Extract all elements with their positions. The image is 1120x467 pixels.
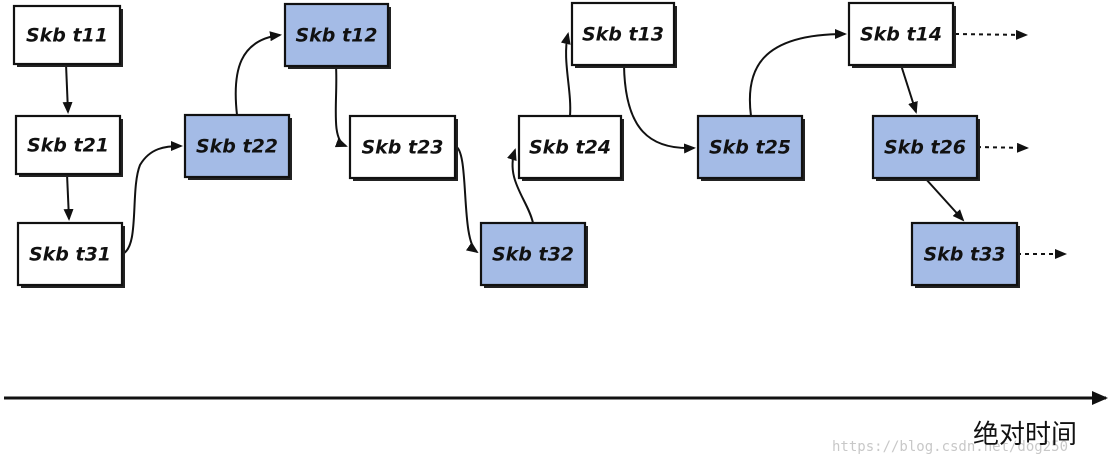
- time-axis: https://blog.csdn.net/dog250 绝对时间: [4, 391, 1108, 455]
- arrow-t32-to-t24: [507, 148, 534, 224]
- skb-node-t13: Skb t13: [570, 1, 677, 68]
- node-label: Skb t31: [29, 244, 111, 266]
- watermark: https://blog.csdn.net/dog250: [832, 439, 1068, 455]
- skb-node-t11: Skb t11: [12, 4, 123, 67]
- node-label: Skb t11: [26, 25, 108, 47]
- node-label: Skb t12: [295, 25, 377, 47]
- node-box: [871, 114, 979, 180]
- node-box: [16, 221, 124, 287]
- time-axis-label: 绝对时间: [973, 420, 1077, 450]
- arrow-t11-to-t21: [62, 63, 73, 114]
- node-label: Skb t23: [361, 137, 443, 159]
- skb-node-t32: Skb t32: [479, 221, 588, 288]
- node-label: Skb t26: [884, 137, 966, 159]
- node-label: Skb t24: [529, 137, 611, 159]
- continuation-arrow-t14: [954, 29, 1028, 40]
- skb-node-t31: Skb t31: [16, 221, 125, 288]
- skb-node-t26: Skb t26: [871, 114, 980, 181]
- node-label: Skb t33: [923, 244, 1005, 266]
- connector-layer: [62, 29, 1067, 259]
- node-box: [696, 114, 804, 180]
- skb-node-t33: Skb t33: [910, 221, 1020, 288]
- skb-node-t14: Skb t14: [847, 1, 956, 68]
- node-label: Skb t32: [492, 244, 574, 266]
- arrow-t26-to-t33: [924, 177, 965, 222]
- skb-node-t24: Skb t24: [517, 114, 624, 181]
- node-label: Skb t14: [860, 24, 942, 46]
- skb-node-t12: Skb t12: [283, 2, 391, 69]
- arrow-t21-to-t31: [63, 173, 74, 221]
- node-label: Skb t21: [27, 135, 109, 157]
- arrow-t25-to-t14: [748, 29, 847, 117]
- skb-node-t23: Skb t23: [348, 114, 458, 181]
- continuation-arrow-t26: [976, 142, 1029, 153]
- node-box: [183, 113, 291, 179]
- skb-node-t21: Skb t21: [14, 114, 123, 177]
- node-box: [570, 1, 676, 67]
- node-box: [847, 1, 955, 67]
- node-box: [14, 114, 122, 176]
- node-label: Skb t22: [196, 136, 278, 158]
- node-box: [479, 221, 587, 287]
- node-box: [12, 4, 122, 66]
- arrow-t12-to-t23: [334, 65, 348, 148]
- node-box: [910, 221, 1019, 287]
- arrow-t13-to-t25: [623, 64, 696, 154]
- node-label: Skb t25: [709, 137, 791, 159]
- arrow-t22-to-t12: [234, 31, 282, 116]
- arrow-t31-to-t22: [121, 141, 183, 255]
- arrow-t24-to-t13: [560, 32, 572, 117]
- node-box: [283, 2, 390, 68]
- arrow-t23-to-t32: [454, 145, 479, 254]
- skb-node-t22: Skb t22: [183, 113, 292, 180]
- node-box: [348, 114, 457, 180]
- node-label: Skb t13: [582, 24, 664, 46]
- node-box: [517, 114, 623, 180]
- skb-node-t25: Skb t25: [696, 114, 805, 181]
- arrow-t14-to-t26: [900, 64, 918, 114]
